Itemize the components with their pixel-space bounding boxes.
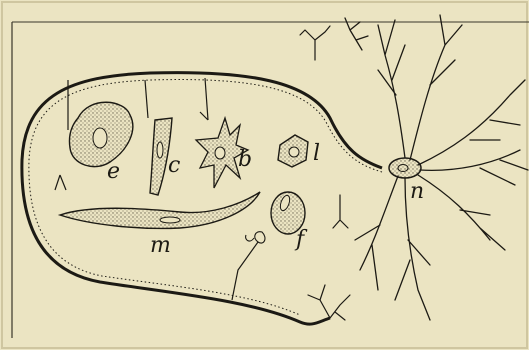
- label-n: n: [410, 179, 424, 204]
- label-e: e: [107, 159, 120, 184]
- label-b: b: [238, 147, 252, 172]
- label-l: l: [313, 141, 320, 166]
- label-c: c: [168, 153, 180, 178]
- label-m: m: [150, 233, 171, 258]
